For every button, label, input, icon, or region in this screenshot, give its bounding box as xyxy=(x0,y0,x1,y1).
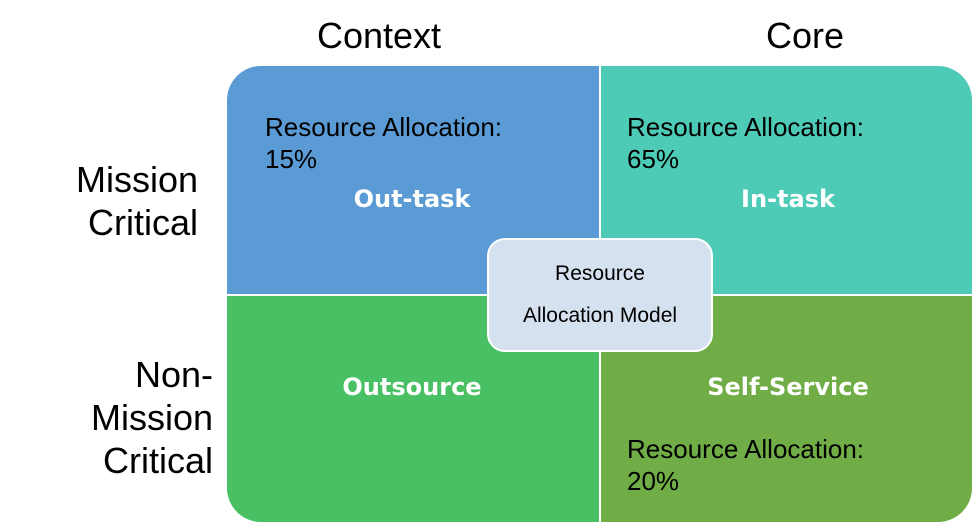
center-label-line1: Resource xyxy=(555,262,645,285)
self-service-allocation: Resource Allocation: 20% xyxy=(627,434,865,496)
column-header-context: Context xyxy=(316,15,442,56)
quadrant-self-service: Self-Service Resource Allocation: 20% xyxy=(601,296,972,522)
resource-allocation-matrix: Resource Allocation: 15% Out-task Resour… xyxy=(227,66,972,522)
quadrant-out-task: Resource Allocation: 15% Out-task xyxy=(227,66,599,294)
out-task-label: Out-task xyxy=(353,185,471,213)
row-header-mission-critical: Mission Critical xyxy=(75,159,198,243)
out-task-allocation: Resource Allocation: 15% xyxy=(265,112,503,174)
row-header-non-mission-critical: Non- Mission Critical xyxy=(90,354,213,481)
column-header-core: Core xyxy=(765,15,845,56)
outsource-label: Outsource xyxy=(342,373,482,401)
in-task-allocation: Resource Allocation: 65% xyxy=(627,112,865,174)
in-task-label: In-task xyxy=(741,185,835,213)
self-service-label: Self-Service xyxy=(707,373,869,401)
center-label-line2: Allocation Model xyxy=(522,304,678,327)
resource-allocation-model-box: Resource Allocation Model xyxy=(487,238,713,352)
